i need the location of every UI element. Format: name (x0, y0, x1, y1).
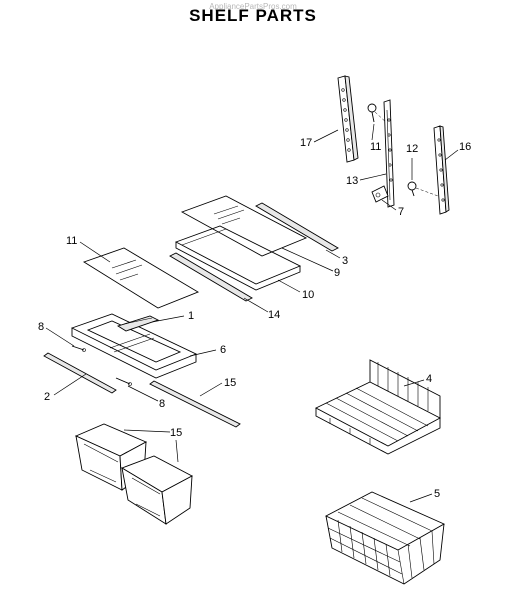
callout-4: 4 (426, 373, 432, 385)
callout-12: 11 (66, 235, 77, 247)
part-5-wire-basket (324, 491, 445, 585)
callout-7: 7 (398, 206, 404, 218)
callout-3: 3 (342, 255, 348, 267)
diagram-title: SHELF PARTS (189, 6, 317, 25)
callout-8-right: 8 (159, 398, 165, 410)
part-17-drawer-rail (149, 380, 241, 428)
callout-15-right: 16 (459, 141, 471, 153)
callout-17: 15 (224, 377, 236, 389)
part-1-slide-track (116, 315, 160, 332)
part-13-center-rail (383, 99, 395, 208)
part-7-bracket (371, 185, 389, 203)
callout-8-left: 8 (38, 321, 44, 333)
callout-11-right: 12 (406, 143, 418, 155)
callout-6: 6 (220, 344, 226, 356)
part-16-crisper-right (120, 455, 193, 525)
part-11-screw-left (367, 103, 389, 125)
part-12-glass-shelf (82, 247, 200, 309)
leader-lines (45, 123, 459, 503)
part-9-glass-shelf (180, 195, 308, 257)
part-14-trim-rail (169, 252, 253, 302)
callout-1: 1 (188, 310, 194, 322)
part-15-right-rail (433, 125, 450, 215)
part-2-drawer-rail (43, 352, 117, 394)
callout-9: 9 (334, 267, 340, 279)
callout-5: 5 (434, 488, 440, 500)
part-10-shelf-frame (174, 225, 302, 291)
part-6-drawer-frame (70, 313, 198, 379)
callout-15-left: 17 (300, 137, 312, 149)
callout-13: 13 (346, 175, 358, 187)
part-11-screw-right (407, 181, 439, 197)
part-4-wire-shelf (315, 359, 441, 455)
callout-2: 2 (44, 391, 50, 403)
part-3-trim-rail (255, 202, 339, 252)
callout-14: 14 (268, 309, 280, 321)
part-8-pin-left (71, 345, 86, 352)
callout-10: 10 (302, 289, 314, 301)
callout-11-left: 11 (370, 141, 381, 153)
callout-16: 15 (170, 427, 182, 439)
watermark: AppliancePartsPros.com (209, 2, 297, 11)
part-8-pin-right (115, 377, 132, 386)
part-15-left-rail (337, 75, 359, 163)
